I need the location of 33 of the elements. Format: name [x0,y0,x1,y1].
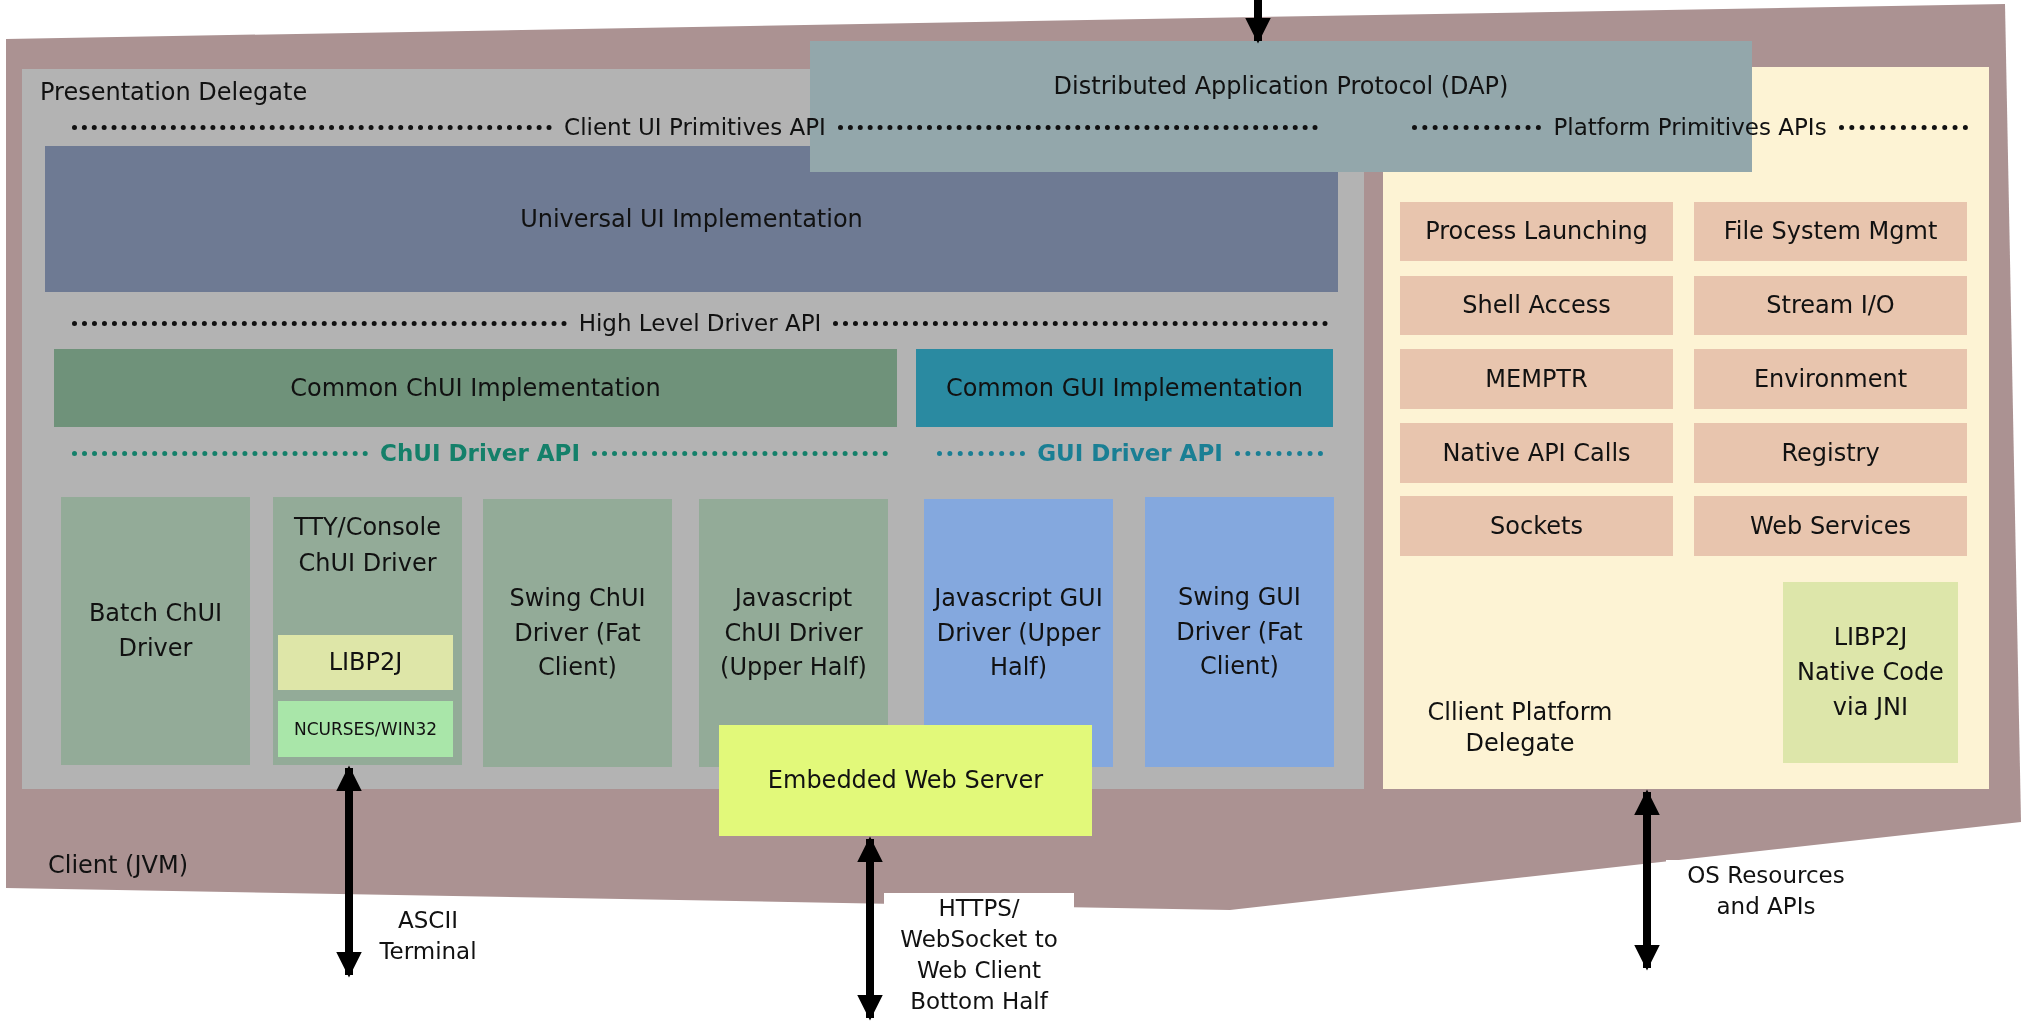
driver-block: Swing GUI Driver (Fat Client) [1145,497,1334,767]
feature-block: Process Launching [1400,202,1673,261]
feature-block: Registry [1694,423,1967,483]
driver-block [273,497,462,765]
feature-block: Stream I/O [1694,276,1967,335]
double-arrow [857,836,883,1021]
driver-block: Swing ChUI Driver (Fat Client) [483,499,672,767]
library-block: NCURSES/WIN32 [278,701,453,757]
api-label: GUI Driver API [1037,440,1223,466]
api-label: High Level Driver API [578,310,822,336]
api-label: Client UI Primitives API [564,114,826,140]
panel-title: TTY/Console ChUI Driver [293,512,442,579]
feature-block: Environment [1694,349,1967,409]
feature-block: Native API Calls [1400,423,1673,483]
implementation-block: Universal UI Implementation [45,146,1338,292]
driver-block: Batch ChUI Driver [61,497,250,765]
library-block: LIBP2J [278,635,453,690]
double-arrow [1634,789,1660,971]
feature-block: Web Services [1694,496,1967,556]
library-block: LIBP2J Native Code via JNI [1783,582,1958,763]
feature-block: Sockets [1400,496,1673,556]
feature-block: MEMPTR [1400,349,1673,409]
panel-title: Cllient Platform Delegate [1426,697,1614,760]
implementation-block: Common ChUI Implementation [54,349,897,427]
implementation-block: Common GUI Implementation [916,349,1333,427]
server-block: Embedded Web Server [719,725,1092,836]
feature-block: Shell Access [1400,276,1673,335]
panel-title: Presentation Delegate [40,77,308,108]
panel-title: Client (JVM) [48,850,189,881]
double-arrow [336,765,362,978]
api-label: ChUI Driver API [380,440,580,466]
feature-block: File System Mgmt [1694,202,1967,261]
arrow [1245,0,1271,44]
